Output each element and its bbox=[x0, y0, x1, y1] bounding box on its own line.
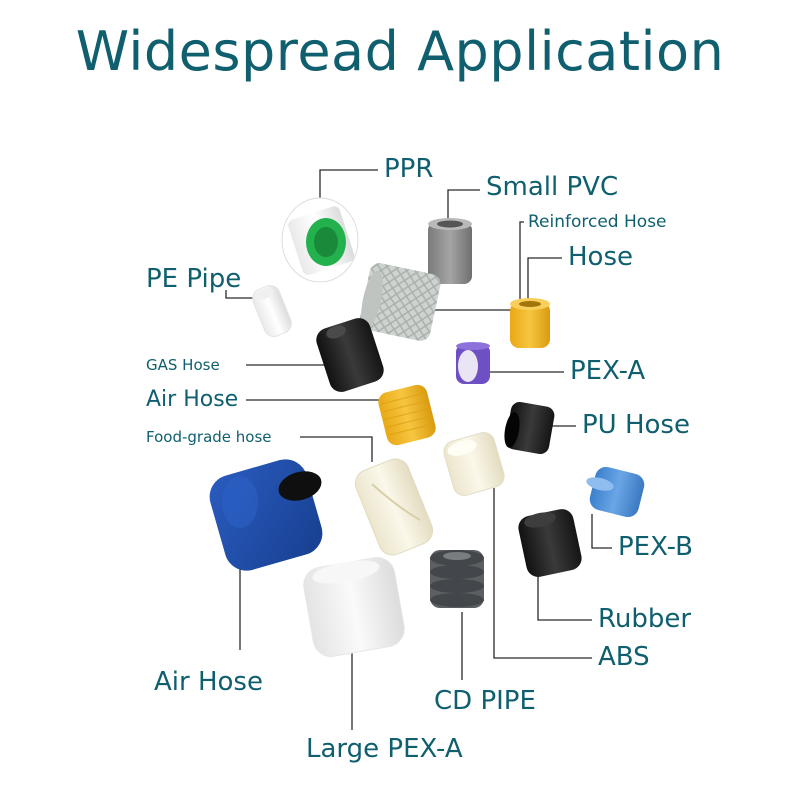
pex-b-sample bbox=[586, 466, 645, 518]
label-ppr: PPR bbox=[384, 154, 434, 184]
label-reinforced-hose: Reinforced Hose bbox=[528, 212, 667, 232]
label-abs: ABS bbox=[598, 642, 650, 672]
label-large-pex-a: Large PEX-A bbox=[306, 734, 463, 764]
label-hose: Hose bbox=[568, 242, 633, 272]
label-gas-hose: GAS Hose bbox=[146, 356, 220, 374]
abs-sample bbox=[443, 432, 505, 496]
label-air-hose-lower: Air Hose bbox=[154, 667, 263, 697]
label-cd-pipe: CD PIPE bbox=[434, 686, 536, 716]
food-grade-hose-sample bbox=[354, 458, 434, 556]
label-pu-hose: PU Hose bbox=[582, 410, 690, 440]
label-pex-b: PEX-B bbox=[618, 532, 693, 562]
label-pe-pipe: PE Pipe bbox=[146, 264, 242, 294]
page-title: Widespread Application bbox=[75, 20, 725, 83]
pu-hose-sample bbox=[504, 401, 555, 455]
cd-pipe-sample bbox=[430, 550, 484, 608]
ppr-sample bbox=[281, 197, 359, 283]
label-air-hose-upper: Air Hose bbox=[146, 387, 239, 412]
pe-pipe-sample bbox=[252, 285, 292, 337]
gas-hose-sample bbox=[316, 318, 384, 392]
label-small-pvc: Small PVC bbox=[486, 172, 619, 202]
air-hose-upper-sample bbox=[378, 384, 436, 446]
reinforced-hose-sample bbox=[359, 263, 441, 341]
label-food-grade-hose: Food-grade hose bbox=[146, 428, 272, 446]
label-rubber: Rubber bbox=[598, 604, 692, 634]
hose-sample bbox=[510, 298, 550, 348]
rubber-sample bbox=[518, 509, 582, 577]
pex-a-sample bbox=[456, 342, 490, 384]
large-pex-a-sample bbox=[303, 557, 405, 657]
small-pvc-sample bbox=[428, 218, 472, 284]
air-hose-lower-sample bbox=[209, 459, 323, 571]
label-pex-a: PEX-A bbox=[570, 356, 646, 386]
